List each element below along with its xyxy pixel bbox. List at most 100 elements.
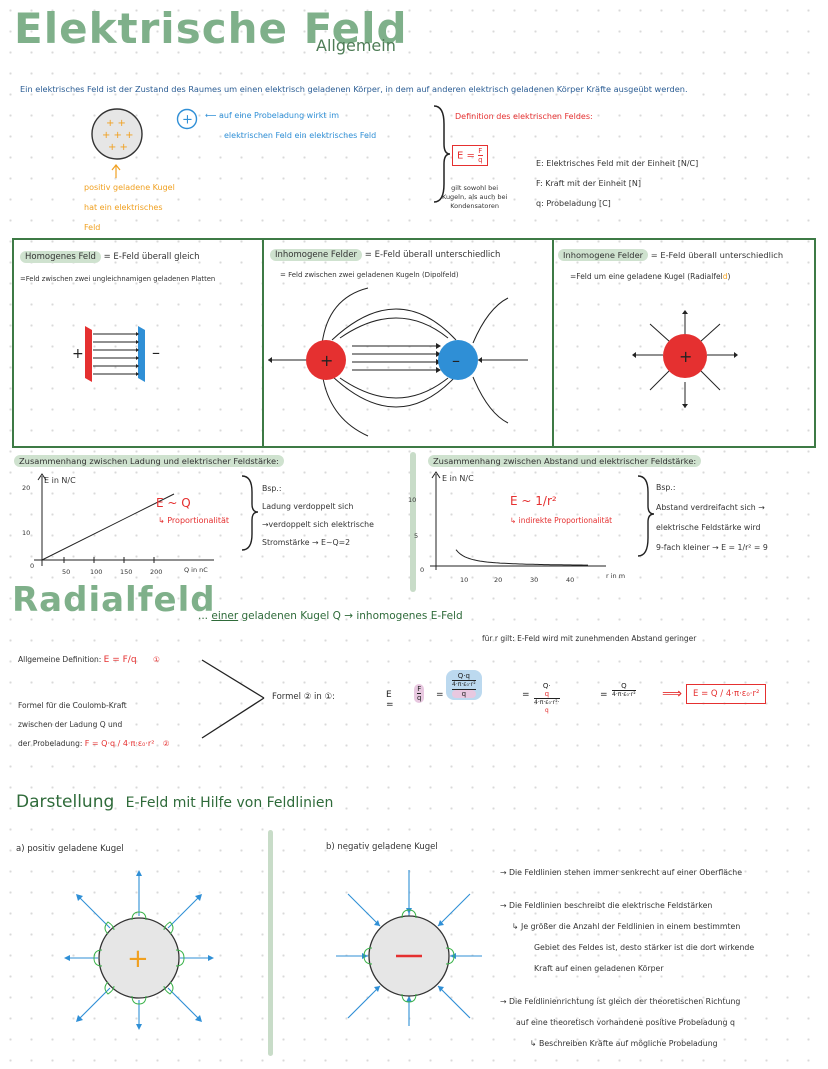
radial-heading: Inhomogene Felder = E-Feld überall unter… — [558, 249, 784, 261]
zus1-bsp: Bsp.: — [262, 484, 282, 493]
radial-note: für r gilt: E-Feld wird mit zunehmenden … — [482, 634, 697, 643]
zus2-data-curve — [455, 549, 588, 566]
point-2: → Die Feldlinien beschreibt die elektris… — [500, 901, 713, 910]
radial-panel — [552, 238, 816, 448]
svg-text:+ +: + + — [108, 142, 128, 153]
zus2-yaxis-label: E in N/C — [442, 474, 474, 483]
zus2-example: Bsp.: Abstand verdreifacht sich → elektr… — [656, 478, 768, 558]
kugel-note-line: hat ein elektrisches — [84, 203, 163, 212]
zus2-prop-text: indirekte Proportionalität — [518, 516, 613, 525]
inhomogen-rest: = E-Feld überall unterschiedlich — [364, 250, 501, 260]
radial-def-formula: E = F/q — [103, 655, 137, 665]
homogen-rest: = E-Feld überall gleich — [103, 252, 200, 262]
zus2-xtick: 10 — [460, 576, 469, 584]
coulomb-text: Formel für die Coulomb-Kraft zwischen de… — [18, 696, 170, 753]
probe-note: ⟵ auf eine Probeladung wirkt im — [205, 111, 339, 120]
zus2-chart — [430, 471, 606, 570]
point-3: → Die Feldlinienrichtung ist gleich der … — [500, 997, 741, 1006]
equals-sign: = — [600, 690, 608, 700]
equals-sign: = — [522, 690, 530, 700]
zus1-b3: Stromstärke → E~Q=2 — [262, 538, 351, 547]
darstellung-title: Darstellung E-Feld mit Hilfe von Feldlin… — [16, 792, 333, 812]
zus2-xunit: r in m — [606, 572, 626, 580]
radial-rest: = E-Feld überall unterschiedlich — [650, 250, 784, 260]
homogen-heading: Homogenes Feld = E-Feld überall gleich — [20, 251, 200, 263]
zus1-relation: E ~ Q — [156, 496, 191, 510]
point-2-text: Die Feldlinien beschreibt die elektrisch… — [509, 901, 713, 910]
point-1-text: Die Feldlinien stehen immer senkrecht au… — [509, 868, 743, 877]
zus2-relation: E ~ 1/r² — [510, 494, 557, 508]
zus2-ytick: 5 — [414, 532, 419, 540]
radial-desc-c: ) — [727, 272, 731, 281]
point-2c: Kraft auf einen geladenen Körper — [534, 964, 664, 973]
homogen-field-diagram: + – — [72, 326, 160, 382]
inhomogen-heading: Inhomogene Felder = E-Feld überall unter… — [270, 249, 501, 261]
radial-desc-b: d — [722, 272, 728, 281]
radial-sub-prefix: ... — [198, 610, 212, 622]
label-positive: a) positiv geladene Kugel — [16, 844, 124, 854]
svg-text:+: + — [127, 944, 149, 974]
zus1-data-line — [41, 493, 175, 561]
coulomb-line: Formel für die Coulomb-Kraft — [18, 701, 127, 710]
definition-legend: E: Elektrisches Feld mit der Einheit [N/… — [536, 154, 698, 214]
probe-note-2: elektrischen Feld ein elektrisches Feld — [224, 131, 377, 140]
page-title: Elektrische Feld — [14, 4, 408, 53]
radial-def-label: Allgemeine Definition: — [18, 655, 102, 664]
intro-text: Ein elektrisches Feld ist der Zustand de… — [20, 84, 688, 94]
zus1-ytick: 20 — [22, 484, 31, 492]
equals-sign: = — [436, 690, 444, 700]
homogen-label: Homogenes Feld — [20, 251, 101, 263]
positive-sphere-fieldlines: + — [64, 870, 214, 1030]
zus2-bsp: Bsp.: — [656, 483, 676, 492]
formula-number-2: ② — [162, 739, 170, 748]
implies-arrow-icon: ⟹ — [662, 686, 683, 702]
kugel-note: positiv geladene Kugel hat ein elektrisc… — [84, 178, 175, 238]
radialfeld-subtitle: ... einer geladenen Kugel Q → inhomogene… — [198, 610, 463, 622]
point-3b: ↳ Beschreiben Kräfte auf mögliche Probel… — [530, 1039, 718, 1048]
section-subtitle: Allgemein — [316, 36, 396, 55]
spacer — [500, 979, 820, 991]
radial-field-diagram: + — [632, 310, 738, 408]
inhomogen-desc: = Feld zwischen zwei geladenen Kugeln (D… — [280, 271, 459, 279]
svg-text:+ +: + + — [106, 118, 126, 129]
radial-desc-a: =Feld um eine geladene Kugel (Radialfel — [570, 272, 723, 281]
divider-vertical — [410, 452, 416, 592]
zus2-ytick: 0 — [420, 566, 425, 574]
radial-label: Inhomogene Felder — [558, 249, 649, 261]
homogen-desc: =Feld zwischen zwei ungleichnamigen gela… — [20, 275, 216, 283]
darstellung-title-rest: E-Feld mit Hilfe von Feldlinien — [125, 795, 334, 811]
gilt-line: Kondensatoren — [450, 202, 500, 210]
label-negative: b) negativ geladene Kugel — [326, 842, 438, 852]
zus2-xtick: 40 — [566, 576, 575, 584]
legend-q: q: Probeladung [C] — [536, 199, 611, 208]
zus2-title-text: Zusammenhang zwischen Abstand und elektr… — [428, 455, 702, 467]
zus1-example: Bsp.: Ladung verdoppelt sich →verdoppelt… — [262, 480, 374, 552]
dipole-field-diagram: + – — [268, 287, 528, 437]
zus2-brace — [637, 475, 655, 557]
probe-charge-icon: + — [176, 108, 198, 130]
radial-def: Allgemeine Definition: E = F/q ① — [18, 655, 160, 665]
zus1-b2: verdoppelt sich elektrische — [268, 520, 374, 529]
svg-text:+: + — [72, 346, 84, 362]
zus1-title-text: Zusammenhang zwischen Ladung und elektri… — [14, 455, 284, 467]
coulomb-formula: F = Q·q / 4·π·ε₀·r² — [84, 739, 155, 748]
arrow-icon — [111, 164, 121, 178]
svg-text:+: + — [182, 113, 193, 128]
zus2-b1: Abstand verdreifacht sich → — [656, 503, 765, 512]
point-3-text: Die Feldlinienrichtung ist gleich der th… — [509, 997, 741, 1006]
coulomb-line: der Probeladung: — [18, 739, 83, 748]
result-formula-box: E = Q / 4·π·ε₀·r² — [686, 684, 767, 704]
legend-e: E: Elektrisches Feld mit der Einheit [N/… — [536, 159, 699, 168]
probe-note-line: auf eine Probeladung wirkt im — [219, 111, 340, 120]
point-2a: ↳ Je größer die Anzahl der Feldlinien in… — [512, 922, 741, 931]
zus1-xunit: Q in nC — [184, 566, 208, 574]
zus1-title: Zusammenhang zwischen Ladung und elektri… — [14, 455, 284, 467]
gilt-note: gilt sowohl bei Kugeln, als auch bei Kon… — [442, 184, 507, 211]
gilt-line: gilt sowohl bei — [451, 184, 499, 192]
zus1-chart — [34, 473, 214, 566]
positive-sphere-illustration: + + + + + + + — [91, 108, 143, 160]
zus2-xtick: 20 — [494, 576, 503, 584]
